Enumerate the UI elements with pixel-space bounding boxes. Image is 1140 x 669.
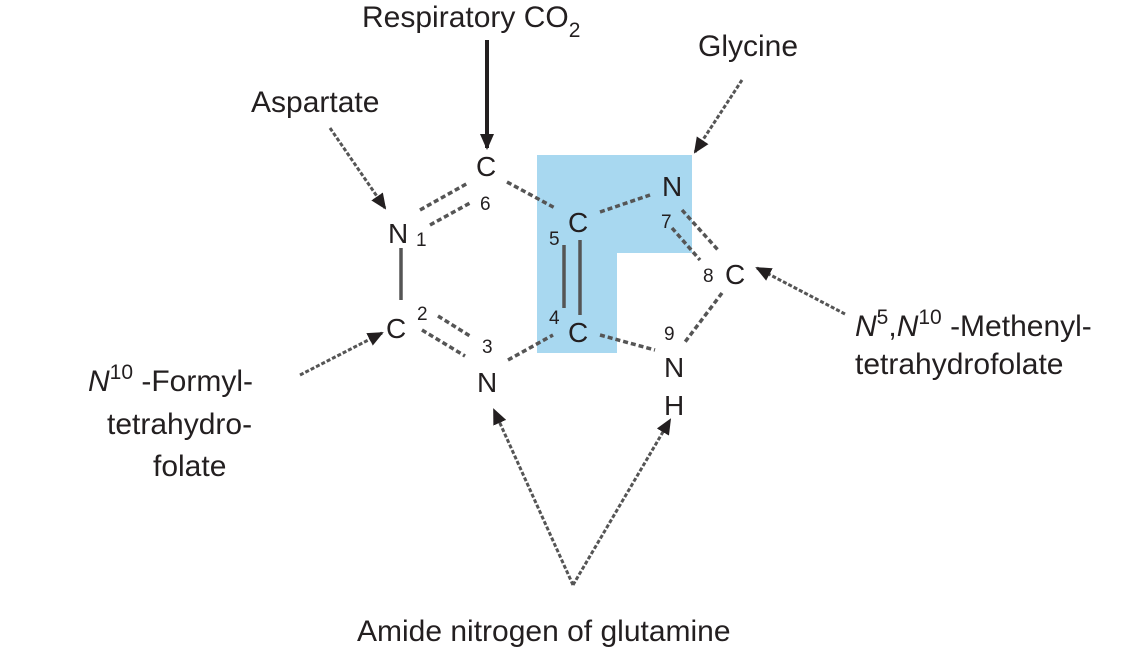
arrow-formyl [299,331,384,377]
arrows [299,40,846,586]
label-formyl-thf-line2: tetrahydro- [107,408,252,441]
label-glycine: Glycine [698,30,798,63]
bond-c5-n7 [599,193,651,214]
atom-c8: C [725,259,745,290]
label-aspartate: Aspartate [251,86,379,119]
arrow-glutamine-n9 [571,418,672,586]
atom-h9: H [664,390,684,421]
atom-n9-number: 9 [664,324,675,345]
bonds [399,180,724,362]
bond-c2-n3-b [421,328,466,358]
label-formyl-thf-line1: N10 -Formyl- [88,361,253,398]
atom-c5: C [568,207,588,238]
bond-c8-n9 [683,291,724,344]
atom-c8-number: 8 [703,266,714,287]
glycine-highlight-region [537,155,692,353]
bond-c6-c5 [506,180,556,210]
label-respiratory-co2: Respiratory CO2 [362,1,580,42]
atom-c5-number: 5 [549,229,560,250]
atom-c2-number: 2 [417,304,428,325]
arrow-methenyl [755,266,846,316]
bond-n3-c4 [507,333,554,362]
atom-n7: N [662,171,682,202]
label-formyl-thf-line3: folate [153,450,226,483]
label-methenyl-thf-line2: tetrahydrofolate [855,348,1063,381]
label-methenyl-thf-line1: N5,N10 -Methenyl- [855,306,1092,343]
atom-c2: C [386,313,406,344]
bond-c4-n9 [599,333,656,352]
atom-n3-number: 3 [482,337,493,358]
bond-n1-c6-b [429,201,471,227]
atom-n3: N [477,367,497,398]
bond-n7-c8-a [680,208,720,252]
atom-n7-number: 7 [661,212,672,233]
atom-c4: C [568,317,588,348]
bond-n1-c6-a [419,181,469,212]
bond-n7-c8-b [670,226,702,262]
atom-c4-number: 4 [549,308,560,329]
bond-c2-n3-a [437,314,471,338]
arrow-glutamine-n3 [492,408,575,586]
atom-n1-number: 1 [416,230,427,251]
atom-n1: N [388,218,408,249]
atom-c6: C [476,151,496,182]
atoms: C 6 N 1 C 5 N 7 C 8 C 2 C 4 N 3 N 9 H [386,151,745,421]
label-glutamine: Amide nitrogen of glutamine [357,615,731,648]
atom-c6-number: 6 [480,194,491,215]
arrow-aspartate [328,127,387,210]
arrow-glycine [693,79,744,154]
source-labels: Respiratory CO2 Glycine Aspartate N10 -F… [88,1,1092,648]
atom-n9: N [664,352,684,383]
